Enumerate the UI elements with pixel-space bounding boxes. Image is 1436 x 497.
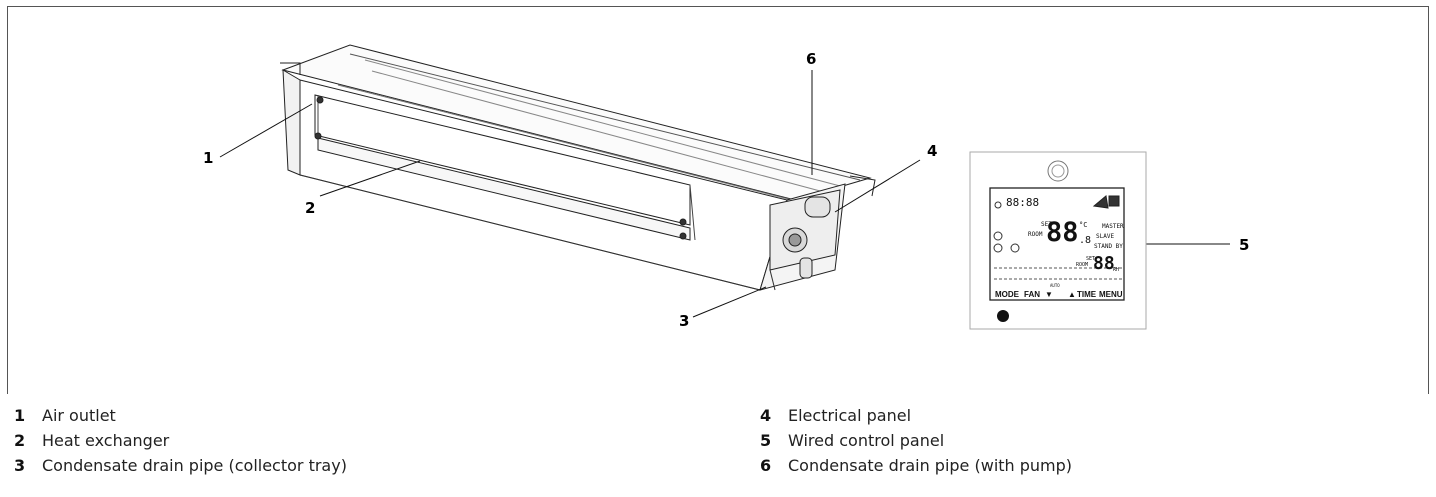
lcd-temperature-decimal: .8: [1079, 235, 1092, 246]
leader-1: [219, 103, 313, 158]
power-button: [997, 310, 1009, 322]
wired-control-panel: [969, 151, 1147, 330]
callout-3: 3: [679, 312, 690, 330]
unit-top-rail-left: [280, 62, 301, 75]
legend-text: Condensate drain pipe (with pump): [788, 456, 1073, 475]
unit-top-rail-right: [849, 175, 876, 197]
menu-button[interactable]: MENU: [1099, 290, 1123, 299]
unit-left-side: [282, 69, 301, 176]
lcd-temperature-unit: °C: [1079, 221, 1088, 229]
mode-button[interactable]: MODE: [995, 290, 1019, 299]
legend-text: Electrical panel: [788, 406, 912, 425]
lcd-set2-label: SET: [1086, 256, 1096, 262]
fan-coil-diagram: [219, 44, 1230, 330]
legend-text: Condensate drain pipe (collector tray): [42, 456, 347, 475]
legend-number: 1: [14, 406, 26, 425]
leader-2: [319, 160, 421, 197]
drain-pipe-pump: [804, 196, 831, 218]
heat-exchanger-panel: [317, 137, 691, 241]
figure-frame: [7, 6, 1429, 394]
legend-item: 4 Electrical panel: [760, 403, 1072, 428]
lcd-stand-by: STAND BY: [1094, 243, 1123, 250]
legend-item: 1 Air outlet: [14, 403, 347, 428]
lcd-temperature: 88: [1046, 217, 1079, 248]
legend-item: 3 Condensate drain pipe (collector tray): [14, 453, 347, 478]
legend-left: 1 Air outlet 2 Heat exchanger 3 Condensa…: [14, 403, 347, 478]
legend-item: 2 Heat exchanger: [14, 428, 347, 453]
legend-item: 5 Wired control panel: [760, 428, 1072, 453]
lcd-clock: 88:88: [1006, 196, 1040, 209]
lcd-humidity-unit: RH: [1113, 267, 1120, 273]
legend-text: Wired control panel: [788, 431, 945, 450]
callout-6: 6: [806, 50, 817, 68]
lcd-master: MASTER: [1102, 223, 1124, 230]
callout-5: 5: [1239, 236, 1250, 254]
up-button[interactable]: ▲: [1068, 290, 1076, 299]
callout-2: 2: [305, 199, 316, 217]
lcd-auto: AUTO: [1050, 283, 1060, 288]
unit-top-panel: [281, 44, 872, 201]
down-button[interactable]: ▼: [1045, 290, 1053, 299]
legend-item: 6 Condensate drain pipe (with pump): [760, 453, 1072, 478]
legend-number: 2: [14, 431, 26, 450]
lcd-room-label: ROOM: [1028, 231, 1043, 238]
logo-seal: [1047, 160, 1069, 182]
legend-number: 4: [760, 406, 772, 425]
callout-1: 1: [203, 149, 214, 167]
lcd-screen: [989, 187, 1125, 301]
legend-number: 3: [14, 456, 26, 475]
drain-pipe-tray: [799, 257, 813, 279]
leader-4: [834, 159, 921, 213]
lcd-slave: SLAVE: [1096, 233, 1115, 240]
lcd-set-label: SET: [1041, 221, 1052, 228]
callout-4: 4: [927, 142, 938, 160]
fan-button[interactable]: FAN: [1024, 290, 1040, 299]
leader-3: [692, 286, 767, 318]
legend-right: 4 Electrical panel 5 Wired control panel…: [760, 403, 1072, 478]
time-button[interactable]: TIME: [1077, 290, 1097, 299]
legend-text: Air outlet: [42, 406, 116, 425]
legend-number: 5: [760, 431, 772, 450]
lcd-room2-label: ROOM: [1076, 262, 1089, 268]
legend-text: Heat exchanger: [42, 431, 170, 450]
legend-number: 6: [760, 456, 772, 475]
lcd-humidity: 88: [1093, 253, 1115, 274]
air-outlet-flap: [314, 94, 691, 226]
